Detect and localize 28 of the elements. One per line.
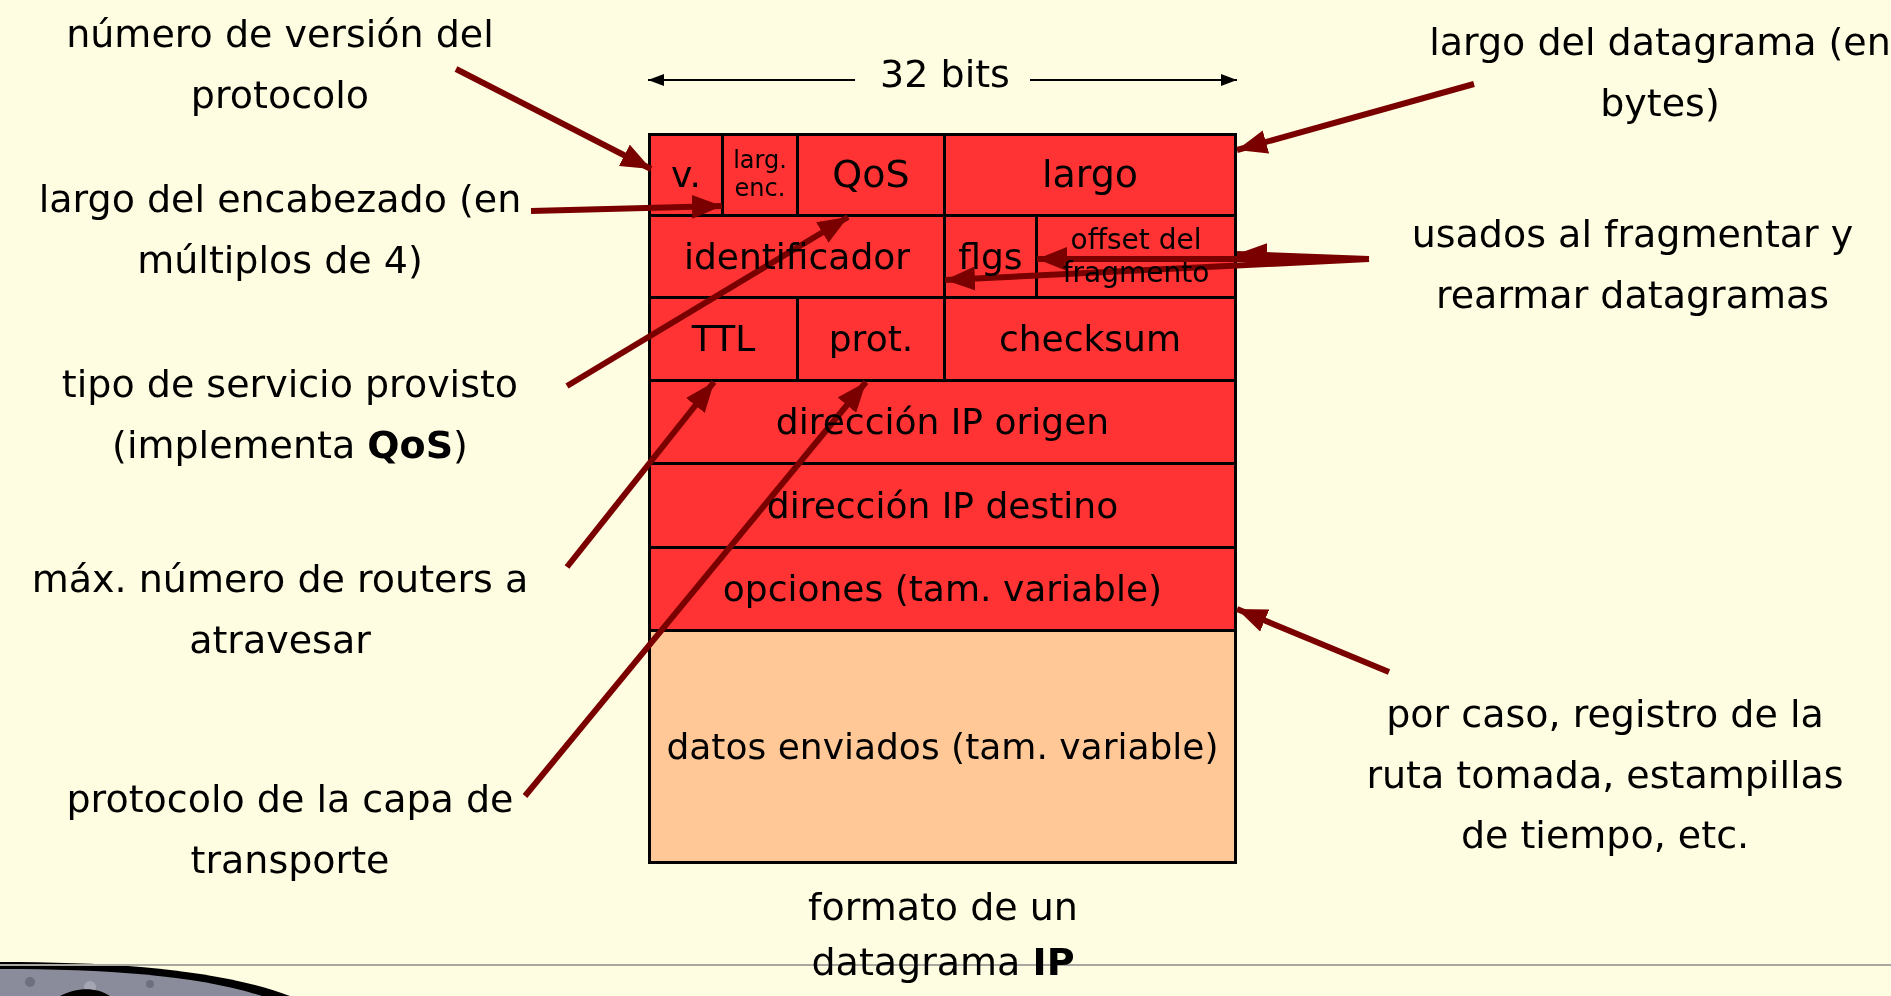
header-field: larg. enc. xyxy=(721,133,799,217)
caption: formato de un datagrama IP xyxy=(807,884,1079,987)
header-field: dirección IP destino xyxy=(648,462,1237,549)
leader-line xyxy=(522,380,869,798)
annotation-text: tipo de servicio provisto (implementa QoS) xyxy=(5,340,575,490)
payload-field: datos enviados (tam. variable) xyxy=(648,629,1237,864)
header-field: identificador xyxy=(648,214,946,299)
leader-line xyxy=(564,380,717,569)
leader-line xyxy=(530,194,723,219)
leader-line xyxy=(454,66,653,172)
header-field: dirección IP origen xyxy=(648,379,1237,465)
leader-line xyxy=(1235,606,1391,675)
annotation-text: largo del datagrama (en bytes) xyxy=(1420,15,1891,130)
header-field: largo xyxy=(943,133,1237,217)
header-field: prot. xyxy=(796,296,946,382)
annotation-text: máx. número de routers a atravesar xyxy=(10,540,550,680)
leader-line xyxy=(565,214,850,389)
leader-line xyxy=(944,256,1370,291)
header-field: QoS xyxy=(796,133,946,217)
annotation-text: por caso, registro de la ruta tomada, estampillas de tiempo, etc. xyxy=(1345,640,1865,910)
header-field: checksum xyxy=(943,296,1237,382)
annotation-text: largo del encabezado (en múltiplos de 4) xyxy=(30,160,530,300)
annotation-text: protocolo de la capa de transporte xyxy=(40,760,540,900)
header-field: opciones (tam. variable) xyxy=(648,546,1237,632)
annotation-text: usados al fragmentar y rearmar datagramas xyxy=(1370,195,1891,335)
leader-line xyxy=(1236,81,1475,154)
annotation-text: número de versión del protocolo xyxy=(60,10,500,120)
header-field: TTL xyxy=(648,296,799,382)
